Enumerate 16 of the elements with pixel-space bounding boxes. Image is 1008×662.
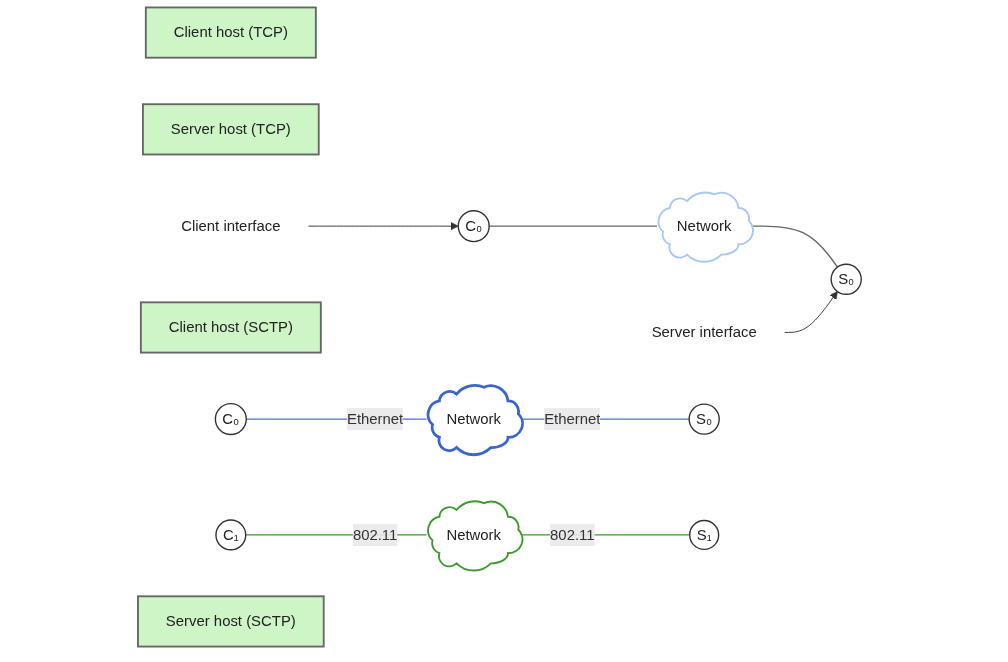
node-circle: S₁ [689, 519, 720, 551]
node-text: Client interface [181, 217, 281, 234]
node-circle: C₀ [215, 402, 248, 436]
edge-label: Ethernet [347, 410, 404, 427]
node-box: Client host (SCTP) [140, 301, 323, 354]
node-text: Server interface [652, 324, 758, 340]
edge-label: Ethernet [544, 410, 601, 427]
node-circle: S₀ [688, 403, 721, 435]
node-circle: S₀ [830, 263, 863, 295]
node-box: Client host (TCP) [145, 6, 318, 59]
node-circle: C₀ [457, 210, 491, 243]
edge-label: 802.11 [353, 526, 398, 543]
node-box: Server host (SCTP) [137, 595, 325, 648]
node-circle: C₁ [215, 519, 247, 551]
edge-label: 802.11 [550, 526, 595, 543]
node-box: Server host (TCP) [142, 103, 321, 156]
